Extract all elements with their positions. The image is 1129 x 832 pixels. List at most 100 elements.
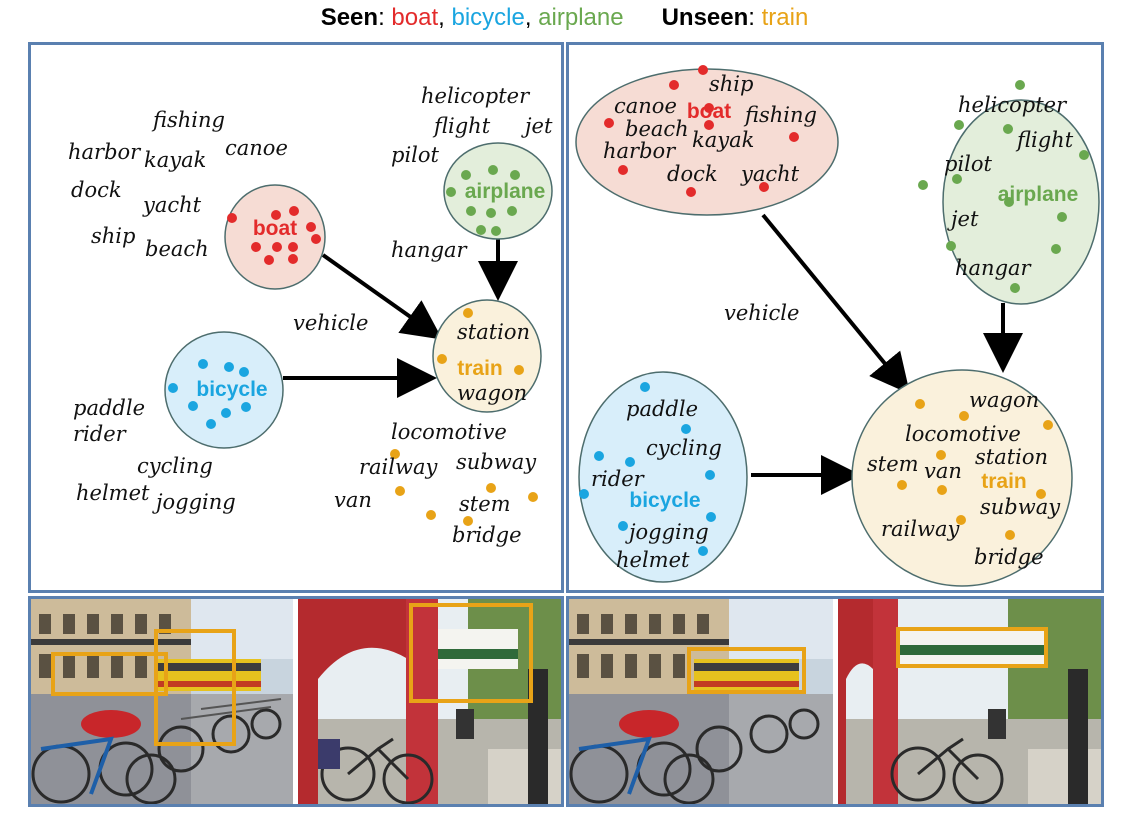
photo-street-bicycles-right — [569, 599, 833, 804]
boat-point — [271, 210, 281, 220]
train-point — [959, 411, 969, 421]
word-fishing: fishing — [151, 108, 225, 132]
train-cluster — [851, 369, 1073, 587]
bicycle-cluster — [164, 331, 284, 449]
boat-point — [306, 222, 316, 232]
arrow-boat-to-train — [761, 213, 911, 395]
train-point — [1043, 420, 1053, 430]
word-van: van — [334, 488, 372, 512]
bicycle-point — [681, 424, 691, 434]
word-yacht: yacht — [142, 193, 202, 217]
airplane-point — [1057, 212, 1067, 222]
word-ship: ship — [709, 72, 753, 96]
bicycle-point — [206, 419, 216, 429]
word-jogging: jogging — [625, 520, 709, 544]
word-paddle: paddle — [73, 396, 145, 420]
boat-point — [264, 255, 274, 265]
word-railway: railway — [881, 517, 960, 541]
word-fishing: fishing — [743, 103, 817, 127]
word-harbor: harbor — [68, 140, 142, 164]
word-hangar: hangar — [955, 256, 1033, 280]
boat-point — [227, 213, 237, 223]
bicycle-point — [706, 512, 716, 522]
train-cluster — [432, 299, 542, 413]
detection-box — [409, 603, 533, 703]
detection-box — [687, 647, 806, 694]
train-point — [956, 515, 966, 525]
word-harbor: harbor — [603, 139, 677, 163]
seen-sep-1: , — [438, 4, 452, 31]
word-paddle: paddle — [626, 397, 698, 421]
unseen-label: Unseen — [661, 4, 749, 31]
right-embedding-diagram: boat airplane — [575, 65, 1100, 587]
boat-point — [789, 132, 799, 142]
airplane-point — [946, 241, 956, 251]
word-jet: jet — [521, 114, 553, 138]
photo-red-arch — [298, 599, 561, 804]
word-helmet: helmet — [76, 481, 150, 505]
word-locomotive: locomotive — [391, 420, 507, 444]
photo-street-bicycles — [31, 599, 293, 804]
train-point — [915, 399, 925, 409]
train-point — [897, 480, 907, 490]
word-cycling: cycling — [646, 436, 722, 460]
train-point — [514, 365, 524, 375]
bicycle-point — [221, 408, 231, 418]
seen-bicycle: bicycle — [451, 4, 525, 31]
word-ship: ship — [91, 224, 135, 248]
bicycle-point — [241, 402, 251, 412]
airplane-point — [507, 206, 517, 216]
bicycle-point — [594, 451, 604, 461]
airplane-cluster — [942, 99, 1100, 305]
train-point — [1036, 489, 1046, 499]
word-hangar: hangar — [391, 238, 469, 262]
word-helicopter: helicopter — [958, 93, 1068, 117]
bicycle-point — [579, 489, 589, 499]
train-point — [395, 486, 405, 496]
bicycle-point — [625, 457, 635, 467]
airplane-point — [1004, 197, 1014, 207]
airplane-point — [486, 208, 496, 218]
word-yacht: yacht — [740, 162, 800, 186]
word-van: van — [924, 459, 962, 483]
word-cycling: cycling — [137, 454, 213, 478]
airplane-point — [476, 225, 486, 235]
train-class-label: train — [981, 470, 1027, 493]
airplane-point — [1015, 80, 1025, 90]
boat-class-label: boat — [253, 217, 297, 240]
left-embedding-panel: boat airplane train — [28, 42, 564, 593]
airplane-class-label: airplane — [998, 183, 1079, 206]
airplane-point — [466, 206, 476, 216]
boat-point — [272, 242, 282, 252]
bicycle-point — [640, 382, 650, 392]
word-locomotive: locomotive — [905, 422, 1021, 446]
word-canoe: canoe — [225, 136, 288, 160]
boat-cluster — [224, 184, 326, 290]
word-flight: flight — [1015, 128, 1074, 152]
unseen-train: train — [761, 4, 809, 31]
train-point — [463, 516, 473, 526]
seen-colon: : — [378, 4, 392, 31]
word-vehicle: vehicle — [293, 311, 368, 335]
word-bridge: bridge — [974, 545, 1044, 569]
train-point — [937, 485, 947, 495]
airplane-point — [446, 187, 456, 197]
seen-airplane: airplane — [538, 4, 624, 31]
airplane-point — [918, 180, 928, 190]
bicycle-class-label: bicycle — [629, 489, 700, 512]
train-point — [1005, 530, 1015, 540]
word-beach: beach — [145, 237, 209, 261]
airplane-point — [1010, 283, 1020, 293]
boat-point — [289, 206, 299, 216]
boat-point — [704, 103, 714, 113]
bicycle-point — [198, 359, 208, 369]
seen-boat: boat — [391, 4, 439, 31]
train-point — [936, 450, 946, 460]
photo-red-arch-right — [838, 599, 1101, 804]
train-point — [426, 510, 436, 520]
word-subway: subway — [980, 495, 1061, 519]
boat-point — [288, 242, 298, 252]
word-jet: jet — [947, 207, 979, 231]
word-wagon: wagon — [457, 381, 527, 405]
